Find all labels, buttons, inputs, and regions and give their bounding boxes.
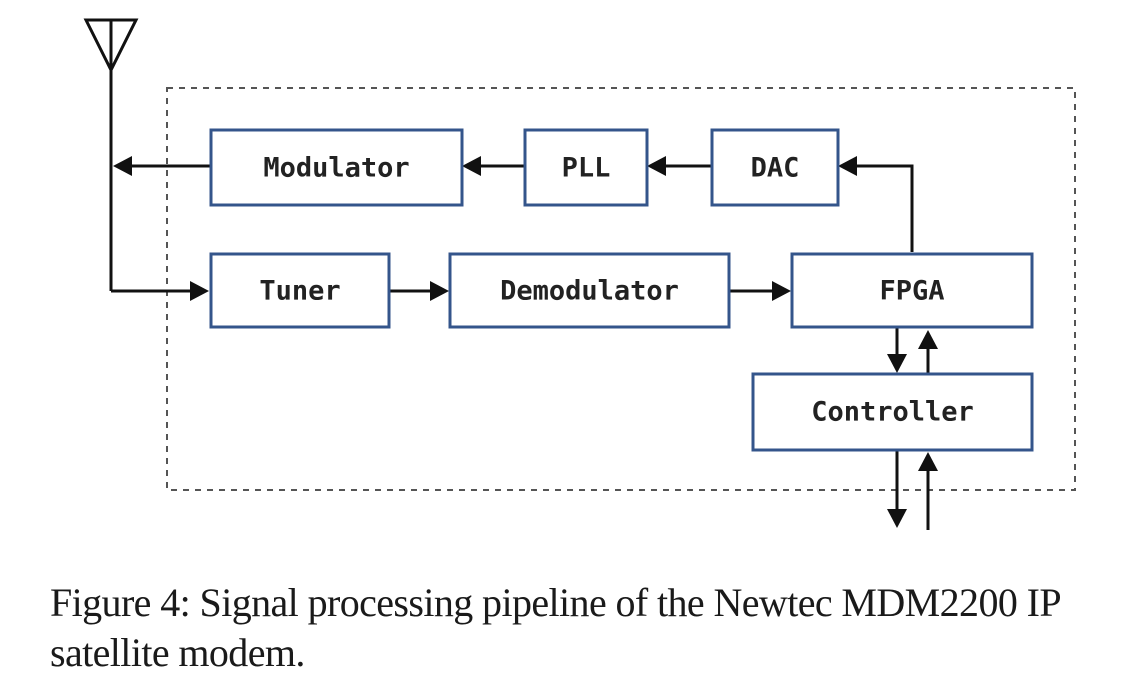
block-controller: Controller <box>751 372 1034 452</box>
arrowhead-demodulator <box>430 281 449 301</box>
block-demodulator: Demodulator <box>448 252 731 329</box>
block-tuner: Tuner <box>209 252 391 329</box>
modem-boundary <box>166 87 1076 491</box>
block-modulator-label: Modulator <box>263 153 409 184</box>
figure-caption: Figure 4: Signal processing pipeline of … <box>50 580 1060 675</box>
arrowhead-external-out <box>887 509 907 528</box>
arrowhead-fpga-in <box>918 330 938 349</box>
block-demodulator-label: Demodulator <box>500 276 679 307</box>
block-dac: DAC <box>710 128 840 207</box>
block-fpga: FPGA <box>790 252 1034 329</box>
antenna-icon <box>83 18 139 74</box>
arrowhead-controller-external-in <box>918 452 938 471</box>
arrowhead-modulator <box>462 156 481 176</box>
block-dac-label: DAC <box>751 153 800 184</box>
signal-pipeline-diagram: Modulator PLL DAC Tuner Demodulator FPGA… <box>83 18 1076 530</box>
block-fpga-label: FPGA <box>879 276 944 307</box>
block-pll-label: PLL <box>562 153 611 184</box>
block-modulator: Modulator <box>209 128 464 207</box>
arrowhead-dac <box>838 156 857 176</box>
wire-fpga-to-dac <box>856 164 914 252</box>
arrowhead-pll <box>647 156 666 176</box>
arrowhead-tuner <box>190 281 209 301</box>
arrowhead-controller-in <box>887 354 907 373</box>
block-pll: PLL <box>523 128 649 207</box>
block-tuner-label: Tuner <box>259 276 340 307</box>
block-controller-label: Controller <box>811 397 974 428</box>
arrowhead-fpga <box>772 281 791 301</box>
arrowhead-antenna <box>113 156 132 176</box>
